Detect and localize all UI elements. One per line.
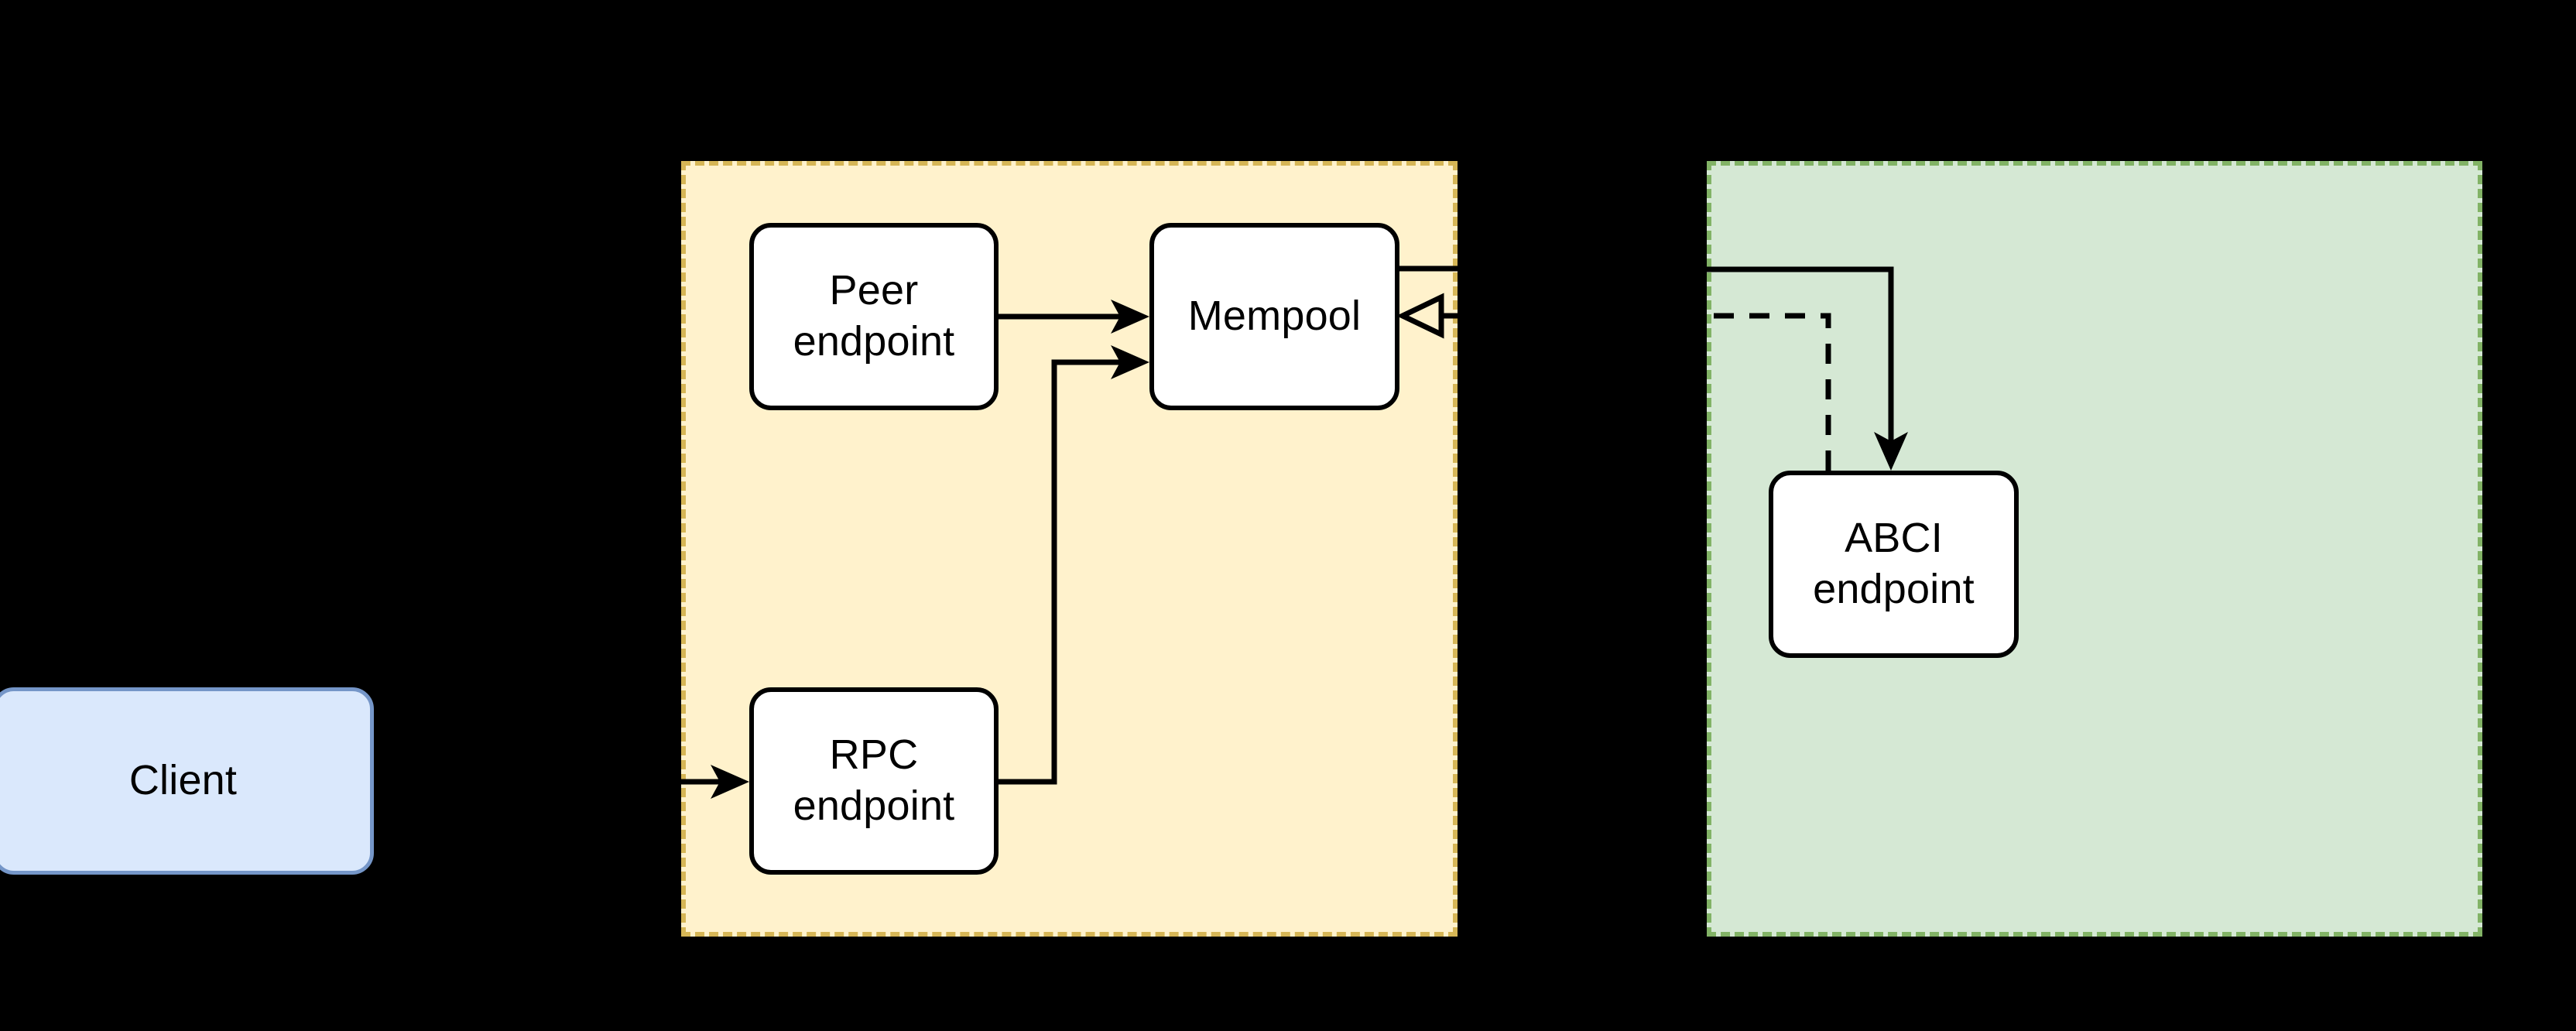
node-client[interactable]: Client — [0, 687, 374, 875]
node-mempool[interactable]: Mempool — [1149, 223, 1399, 410]
node-abci-endpoint[interactable]: ABCI endpoint — [1769, 471, 2019, 658]
node-rpc-endpoint[interactable]: RPC endpoint — [749, 687, 999, 875]
node-peer-endpoint[interactable]: Peer endpoint — [749, 223, 999, 410]
